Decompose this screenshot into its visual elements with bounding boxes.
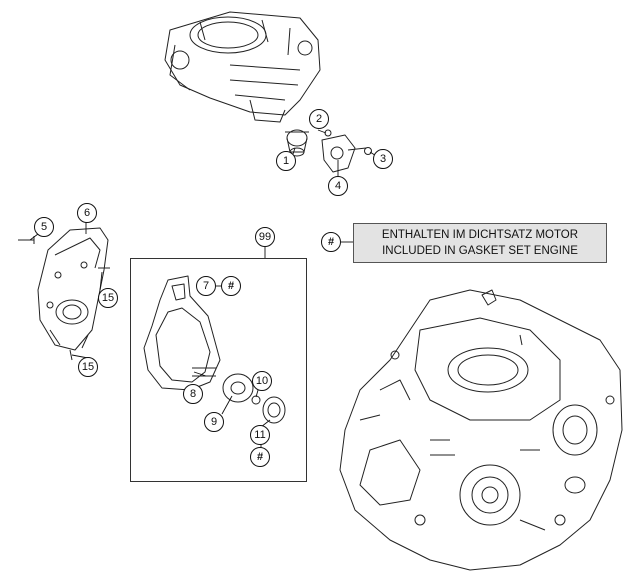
- gasket-kit-frame: [130, 258, 307, 482]
- engine-crankcase-drawing: [339, 289, 623, 571]
- callout-15-upper[interactable]: 15: [98, 288, 118, 308]
- gasket-set-legend: ENTHALTEN IM DICHTSATZ MOTOR INCLUDED IN…: [353, 223, 607, 263]
- callout-1[interactable]: 1: [276, 151, 296, 171]
- callout-7-hash[interactable]: #: [221, 276, 241, 296]
- callout-15-lower[interactable]: 15: [78, 357, 98, 377]
- callout-8[interactable]: 8: [183, 384, 203, 404]
- callout-4[interactable]: 4: [328, 176, 348, 196]
- callout-7[interactable]: 7: [196, 276, 216, 296]
- callout-11[interactable]: 11: [250, 425, 270, 445]
- callout-2[interactable]: 2: [309, 109, 329, 129]
- callout-10[interactable]: 10: [252, 371, 272, 391]
- legend-hash-callout[interactable]: #: [321, 232, 341, 252]
- callout-6[interactable]: 6: [77, 203, 97, 223]
- callout-99[interactable]: 99: [255, 227, 275, 247]
- thermostat-parts-drawing: [285, 129, 372, 173]
- water-pump-cover-drawing: [18, 227, 110, 361]
- legend-line-english: INCLUDED IN GASKET SET ENGINE: [382, 245, 578, 257]
- cylinder-drawing: [164, 11, 321, 123]
- callout-3[interactable]: 3: [373, 149, 393, 169]
- callout-5[interactable]: 5: [34, 217, 54, 237]
- legend-line-german: ENTHALTEN IM DICHTSATZ MOTOR: [381, 229, 579, 241]
- callout-9[interactable]: 9: [204, 412, 224, 432]
- callout-11-hash[interactable]: #: [250, 447, 270, 467]
